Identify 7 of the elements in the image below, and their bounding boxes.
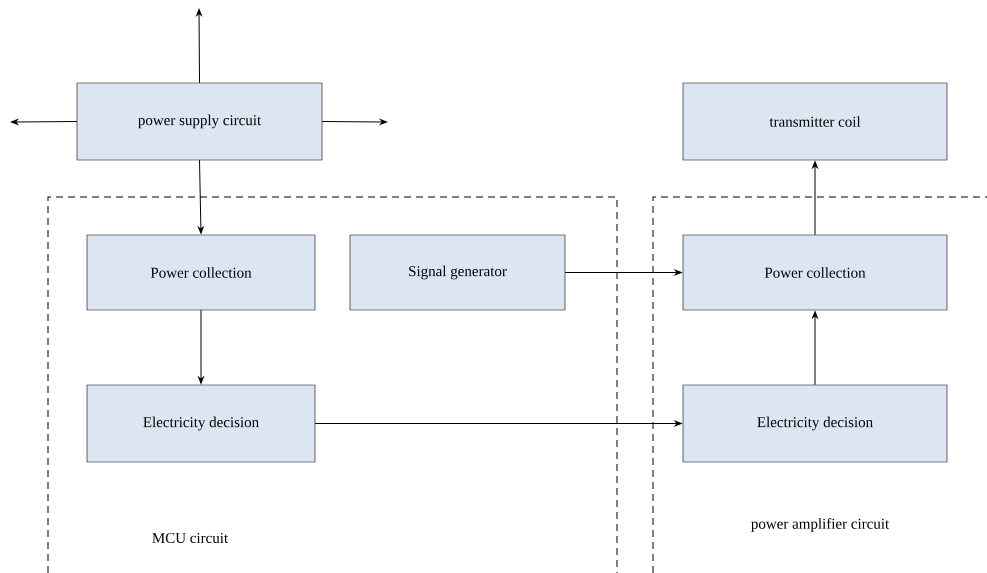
block-box: Electricity decision bbox=[86, 384, 316, 462]
block-box: power supply circuit bbox=[76, 82, 322, 160]
block-box: Electricity decision bbox=[682, 384, 948, 462]
block-box: Power collection bbox=[86, 234, 316, 310]
block-box: transmitter coil bbox=[682, 82, 948, 160]
block-box: Signal generator bbox=[350, 234, 566, 310]
block-box: Power collection bbox=[682, 234, 948, 310]
